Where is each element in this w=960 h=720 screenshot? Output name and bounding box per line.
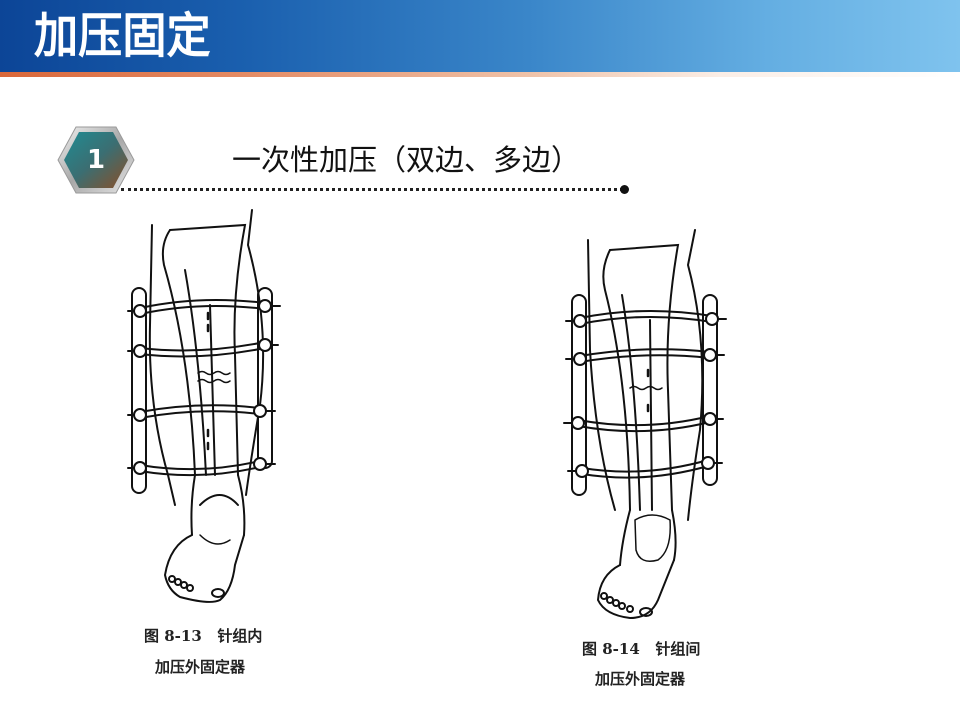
leg-fixator-illustration-8-14 [563,229,727,620]
header-accent-line [0,72,960,77]
figure-8-13-caption-line2: 加压外固定器 [155,658,246,676]
hexagon-number-badge-icon [57,126,135,194]
divider-end-dot [620,185,629,194]
figure-8-14-caption-line2: 加压外固定器 [595,670,686,688]
figure-8-14-caption-line1: 图 8-14 针组间 [582,640,701,658]
dotted-divider [121,188,623,191]
figure-8-13-caption-line1: 图 8-13 针组内 [144,627,263,645]
slide-header: 加压固定 [0,0,960,72]
slide-title: 加压固定 [34,8,211,64]
section-number: 1 [86,145,106,175]
leg-fixator-illustration-8-13 [127,209,281,603]
section-title: 一次性加压（双边、多边） [232,143,581,177]
